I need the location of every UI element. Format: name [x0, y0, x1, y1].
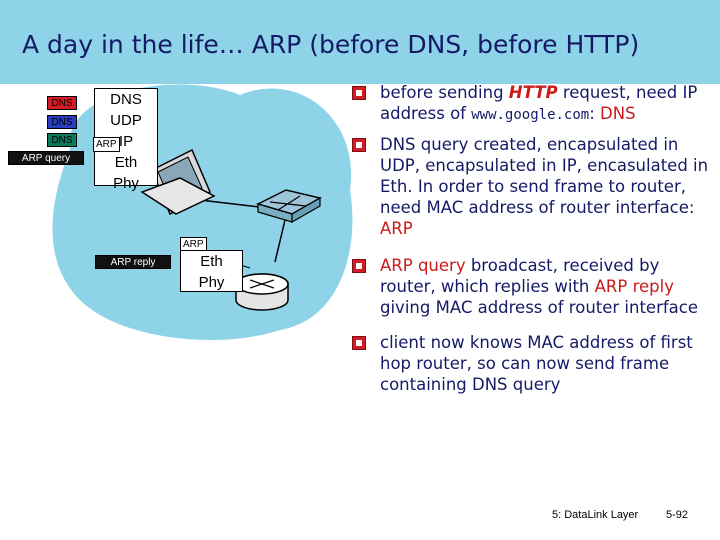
bullet-marker-icon: [352, 138, 366, 152]
arp-reply-message: ARP reply: [95, 255, 171, 269]
link-switch-router: [274, 219, 286, 263]
arp-query-keyword: ARP query: [380, 256, 466, 275]
stack-layer-udp: UDP: [110, 112, 142, 129]
router-icon: [235, 273, 289, 311]
bullet-3: ARP query broadcast, received by router,…: [352, 255, 712, 318]
stack-layer-phy: Phy: [113, 175, 139, 192]
bullet-2: DNS query created, encapsulated in UDP, …: [352, 134, 712, 239]
arp-query-message: ARP query: [8, 151, 84, 165]
footer-course: 5: DataLink Layer: [552, 509, 639, 521]
switch-icon: [255, 189, 323, 224]
bullet-marker-icon: [352, 86, 366, 100]
bullet-list: before sending HTTP request, need IP add…: [352, 82, 712, 403]
stack-layer-ip: IP: [118, 133, 134, 150]
dns-message-1: DNS: [47, 96, 77, 110]
stack-layer-eth: Eth: [200, 253, 223, 270]
stack-layer-eth: Eth: [114, 154, 138, 171]
dns-keyword: DNS: [600, 104, 636, 123]
bullet-marker-icon: [352, 336, 366, 350]
stack-layer-phy: Phy: [198, 274, 225, 291]
stack-layer-dns: DNS: [110, 91, 142, 108]
bullet-marker-icon: [352, 259, 366, 273]
bullet-4: client now knows MAC address of first ho…: [352, 332, 712, 395]
http-keyword: HTTP: [508, 83, 558, 102]
dns-message-3: DNS: [47, 133, 77, 147]
slide-title: A day in the life… ARP (before DNS, befo…: [22, 30, 640, 59]
footer-page-number: 5-92: [666, 509, 689, 521]
bullet-1: before sending HTTP request, need IP add…: [352, 82, 712, 126]
arp-tag-router: ARP: [180, 237, 207, 252]
arp-reply-keyword: ARP reply: [594, 277, 674, 296]
dns-message-2: DNS: [47, 115, 77, 129]
router-protocol-stack: Eth Phy: [180, 250, 243, 292]
title-band: [0, 0, 720, 84]
url-text: www.google.com: [471, 107, 590, 123]
arp-tag-client: ARP: [93, 137, 120, 152]
arp-keyword: ARP: [380, 219, 413, 238]
link-client-switch: [199, 199, 269, 209]
